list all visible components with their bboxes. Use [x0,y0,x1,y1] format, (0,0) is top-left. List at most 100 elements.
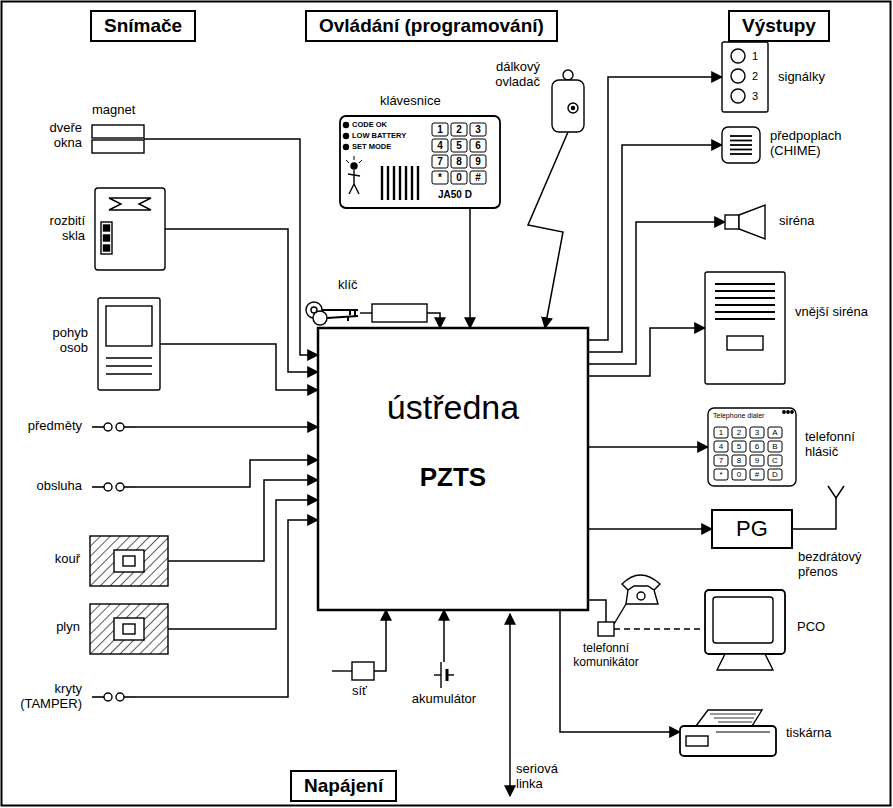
outline [92,125,144,138]
callout-number: 2 [752,68,758,84]
contact-switch: obsluha [92,480,136,494]
node-label: kouř [55,552,80,567]
stroke [434,674,441,675]
circle [563,70,573,80]
stroke [106,373,152,375]
outline [552,80,584,132]
outline [451,171,467,184]
section-header: Snímače [90,10,196,42]
key-label: 2 [451,123,467,136]
serial-line-arrow [510,614,511,796]
section-header: Napájení [290,770,397,802]
outline [714,469,728,480]
stroke [715,318,775,320]
outline [768,469,782,480]
stroke [348,174,360,176]
outline [750,455,764,466]
stroke [405,166,407,200]
outline [722,127,760,163]
signal-wire [144,139,318,355]
mains-box: síť [352,662,374,680]
signal-wire [588,77,722,340]
stroke [411,166,413,200]
stroke [354,156,355,160]
node-sublabel: PZTS [318,463,588,493]
key-label: 0 [451,171,467,184]
contact-switch: kryty (TAMPER) [92,690,136,704]
stroke [354,310,356,316]
outline [451,155,467,168]
node-outline [598,622,614,636]
stroke [730,135,752,137]
stroke [322,309,358,311]
key-label: B [768,441,782,452]
indicator-label: CODE OK [352,121,387,130]
key-switch: klíč [372,304,427,322]
outdoor-siren: vnější siréna [705,272,785,384]
callout-number: 3 [752,88,758,104]
outline [104,225,110,231]
outline [114,550,144,572]
outline [714,455,728,466]
outline [318,328,588,610]
node-sublabel: dveře okna [27,121,82,151]
outline [101,222,112,254]
communicator-box: telefonní komunikátor [598,622,614,636]
outline [696,710,762,726]
stroke [730,149,752,151]
outline [732,441,746,452]
key-label: # [750,469,764,480]
radio-link [528,132,568,328]
key-label: 8 [451,155,467,168]
node-label: telefonní hlásič [805,430,885,460]
key-label: 5 [451,139,467,152]
node-outline [98,298,160,390]
node-outline [705,272,785,384]
outline [90,604,168,654]
key-label: 1 [714,427,728,438]
outline [109,198,151,210]
key-label: 3 [470,123,486,136]
outline [432,171,448,184]
key-label: 9 [750,455,764,466]
circle [787,411,789,413]
callout-number: 1 [752,48,758,64]
signal-wire [560,610,680,732]
stroke [92,486,104,488]
indicator-label: SET MODE [352,143,391,152]
outline [432,139,448,152]
circle [116,483,124,491]
outline [750,427,764,438]
key-label: A [768,427,782,438]
node-outline [705,590,785,670]
node-label: signálky [778,70,825,85]
outline [705,272,785,384]
node-label: vnější siréna [795,305,868,320]
node-label: akumulátor [410,692,478,707]
stroke [347,317,349,321]
key-label: 7 [432,155,448,168]
node-sublabel: bezdrátový přenos [798,550,888,580]
signal-wire [588,145,722,352]
key-label: 3 [750,427,764,438]
device-label: Telephone dialer [713,412,764,420]
contact-switch: předměty [92,420,136,434]
outline [732,455,746,466]
key-label: # [470,171,486,184]
stroke [353,170,354,184]
stroke [718,722,752,723]
outline [98,298,160,390]
stroke [715,283,775,285]
node-label: ústředna [318,388,588,427]
printer: tiskárna [680,708,776,756]
outline [768,427,782,438]
signal-wire [374,610,386,671]
outline [470,139,486,152]
signal-wire [588,328,705,376]
stroke [106,365,152,367]
outline [104,235,110,241]
signal-wire [588,600,606,622]
stroke [346,160,349,163]
node-outline [92,690,136,704]
